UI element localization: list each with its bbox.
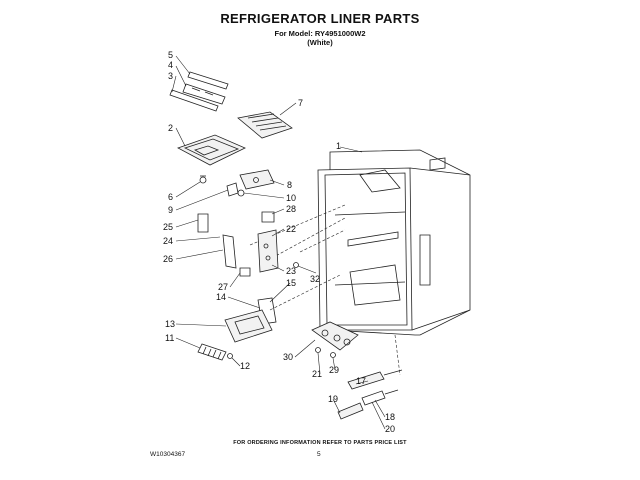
part-29-screw — [330, 352, 336, 358]
part-7-light-cover — [237, 111, 293, 139]
callout-24: 24 — [163, 236, 173, 246]
color-line: (White) — [307, 38, 333, 47]
part-4-bracket — [182, 83, 226, 105]
part-12-screw — [227, 353, 233, 359]
part-18-20-connector — [361, 389, 399, 406]
part-13-dispenser-cover — [224, 309, 273, 343]
document-number: W10304367 — [150, 451, 186, 458]
callout-11: 11 — [165, 333, 174, 343]
part-27-clip — [239, 267, 251, 277]
liner-part-1 — [317, 149, 471, 336]
callout-29: 29 — [329, 365, 339, 375]
part-5-strip — [187, 71, 229, 90]
part-25-clip — [197, 213, 209, 233]
part-9-socket — [226, 182, 239, 197]
part-21-screw — [315, 347, 321, 353]
callout-20: 20 — [385, 424, 395, 434]
callout-25: 25 — [163, 222, 173, 232]
model-line: For Model: RY4951000W2 — [274, 29, 366, 38]
callout-12: 12 — [240, 361, 250, 371]
callout-9: 9 — [168, 205, 173, 215]
callout-28: 28 — [286, 204, 296, 214]
callout-27: 27 — [218, 282, 228, 292]
callout-7: 7 — [298, 98, 303, 108]
callout-19: 19 — [328, 394, 338, 404]
callout-22: 22 — [286, 224, 296, 234]
callout-15: 15 — [286, 278, 296, 288]
part-28-cover — [261, 211, 275, 223]
callout-4: 4 — [168, 60, 173, 70]
callout-18: 18 — [385, 412, 395, 422]
callout-6: 6 — [168, 192, 173, 202]
callout-26: 26 — [163, 254, 173, 264]
callout-23: 23 — [286, 266, 296, 276]
part-10-switch — [237, 189, 245, 197]
callout-8: 8 — [287, 180, 292, 190]
callout-32: 32 — [310, 274, 320, 284]
part-8-control — [239, 169, 275, 190]
callout-5: 5 — [168, 50, 173, 60]
part-22-23-bracket — [257, 229, 279, 273]
page-title: REFRIGERATOR LINER PARTS — [220, 11, 420, 26]
part-11-grille — [197, 343, 227, 361]
part-2-housing — [177, 134, 246, 166]
callout-3: 3 — [168, 71, 173, 81]
part-3-strip — [169, 89, 219, 112]
callout-14: 14 — [216, 292, 226, 302]
callout-10: 10 — [286, 193, 296, 203]
callout-2: 2 — [168, 123, 173, 133]
part-30-control-panel — [311, 321, 359, 351]
callout-21: 21 — [312, 369, 322, 379]
part-17-sensor — [347, 369, 403, 390]
part-19-tube — [337, 402, 364, 420]
part-26-hinge — [222, 234, 237, 269]
callout-30: 30 — [283, 352, 293, 362]
callout-17: 17 — [356, 376, 366, 386]
callout-1: 1 — [336, 141, 341, 151]
part-6-bulb — [199, 175, 207, 184]
part-32-screw — [293, 262, 299, 268]
ordering-info-note: FOR ORDERING INFORMATION REFER TO PARTS … — [233, 440, 407, 446]
page-number: 5 — [317, 451, 321, 458]
callout-13: 13 — [165, 319, 175, 329]
